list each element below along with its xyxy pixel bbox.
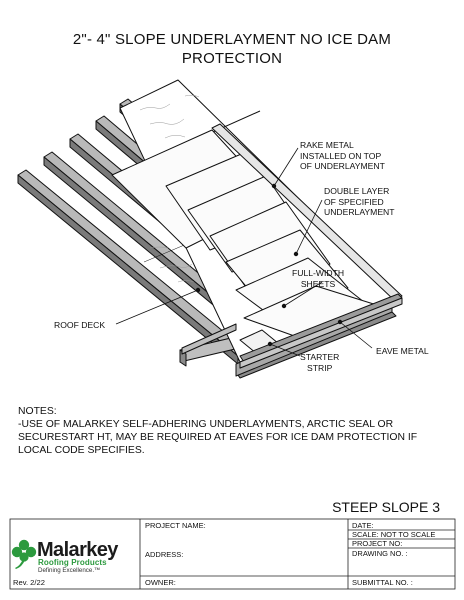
notes-line: LOCAL CODE SPECIFIES. bbox=[18, 445, 145, 456]
callout-rake-metal: RAKE METAL INSTALLED ON TOP OF UNDERLAYM… bbox=[300, 140, 385, 172]
title-block-project-name: PROJECT NAME: bbox=[145, 521, 206, 530]
title-block-owner: OWNER: bbox=[145, 578, 176, 587]
drawing-title-line-2: PROTECTION bbox=[181, 50, 283, 67]
sheet-name: STEEP SLOPE 3 bbox=[332, 499, 440, 515]
underlayment-sheets bbox=[111, 129, 381, 339]
eave-metal bbox=[239, 293, 403, 369]
callout-full-width: FULL-WIDTH SHEETS bbox=[292, 268, 345, 289]
callout-double-layer: DOUBLE LAYER OF SPECIFIED UNDERLAYMENT bbox=[324, 186, 395, 218]
logo-subtitle: Roofing Products bbox=[38, 558, 107, 567]
title-block-submittal-no: SUBMITTAL NO. : bbox=[352, 578, 413, 587]
callout-eave-metal: EAVE METAL bbox=[376, 346, 429, 356]
logo-wordmark: Malarkey bbox=[37, 539, 118, 561]
rake-metal bbox=[211, 123, 403, 301]
logo-tagline: Defining Excellence.™ bbox=[38, 567, 101, 574]
title-block-drawing-no: DRAWING NO. : bbox=[352, 549, 408, 558]
shamrock-icon bbox=[11, 539, 37, 569]
rafter bbox=[17, 169, 247, 365]
callout-roof-deck: ROOF DECK bbox=[54, 320, 106, 330]
notes-line: SECURESTART HT, MAY BE REQUIRED AT EAVES… bbox=[18, 432, 418, 443]
callout-starter-strip: STARTER STRIP bbox=[300, 352, 340, 373]
title-block-scale: SCALE: NOT TO SCALE bbox=[352, 530, 436, 539]
ledger-board bbox=[181, 323, 237, 355]
title-block-project-no: PROJECT NO: bbox=[352, 539, 403, 548]
revision-label: Rev. 2/22 bbox=[13, 578, 45, 587]
notes-heading: NOTES: bbox=[18, 406, 57, 417]
title-block-address: ADDRESS: bbox=[145, 550, 184, 559]
drawing-title-line-1: 2"- 4" SLOPE UNDERLAYMENT NO ICE DAM bbox=[72, 31, 392, 48]
notes-line: -USE OF MALARKEY SELF-ADHERING UNDERLAYM… bbox=[18, 419, 394, 430]
title-block-date: DATE: bbox=[352, 521, 374, 530]
